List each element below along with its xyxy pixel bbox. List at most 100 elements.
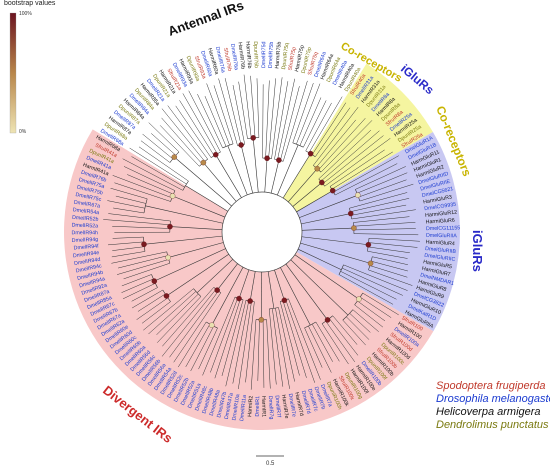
divergent-sector: [64, 129, 434, 430]
tip-label: DmelIR75d: [261, 41, 267, 68]
branch-stem: [300, 242, 371, 264]
tip-branch: [325, 321, 356, 363]
tip-branch: [282, 300, 307, 378]
tip-label: DmelIR7e: [287, 393, 297, 417]
tip-branch: [250, 75, 256, 138]
tip-label: DmelIR7f: [274, 395, 282, 418]
tip-label: HarmIR75p: [294, 45, 306, 73]
tip-branch: [274, 81, 289, 160]
tip-branch: [278, 307, 295, 382]
tip-branch: [321, 323, 349, 365]
iglur-sector: [262, 132, 460, 332]
tip-branch: [313, 106, 359, 166]
tip-branch: [352, 309, 379, 332]
bootstrap-node: [347, 210, 354, 217]
tip-branch: [349, 313, 371, 333]
tip-branch: [107, 241, 144, 246]
branch-stem: [143, 235, 223, 245]
tip-branch: [282, 80, 308, 162]
branch-stem: [172, 195, 226, 218]
tip-branch: [140, 140, 171, 163]
tip-branch: [121, 274, 152, 287]
tip-branch: [148, 291, 197, 335]
tip-branch: [311, 102, 347, 155]
tip-branch: [256, 78, 260, 138]
tip-branch: [238, 81, 248, 139]
bootstrap-node: [365, 242, 372, 248]
branch-stem: [292, 182, 323, 207]
tip-branch: [210, 298, 238, 373]
tip-branch: [340, 271, 397, 300]
branch-stem: [216, 263, 238, 291]
tip-label: HarmiGluR6: [426, 218, 456, 226]
branch-stem: [297, 248, 342, 270]
tip-branch: [225, 300, 247, 387]
tip-branch: [277, 78, 295, 160]
tip-branch: [353, 233, 419, 236]
tip-branch: [342, 267, 403, 296]
tip-branch: [308, 325, 332, 373]
branch-stem: [252, 137, 259, 193]
branch-stem: [277, 144, 299, 196]
tip-branch: [138, 146, 189, 182]
tip-branch: [112, 236, 144, 239]
tip-branch: [280, 86, 300, 161]
tip-branch: [268, 78, 276, 159]
tip-branch: [245, 301, 255, 383]
tip-label: DmelIR7d: [300, 390, 312, 414]
branch-stem: [203, 162, 237, 202]
tip-branch: [218, 78, 238, 146]
branch-stem: [296, 190, 333, 213]
branch-stem: [294, 254, 360, 300]
tip-branch: [311, 323, 333, 362]
tip-branch: [271, 77, 283, 159]
tip-branch: [262, 84, 264, 159]
tip-branch: [268, 308, 277, 385]
tip-branch: [185, 324, 211, 368]
tip-branch: [296, 83, 321, 145]
tip-label: DmelCG9935: [424, 202, 457, 213]
tree-root-ring: [221, 191, 303, 273]
tip-branch: [110, 187, 148, 200]
bootstrap-node: [212, 151, 219, 158]
bootstrap-node: [264, 155, 270, 161]
tip-branch: [338, 274, 394, 305]
tip-branch: [333, 155, 399, 193]
tip-branch: [111, 251, 167, 264]
branch-stem: [145, 205, 224, 224]
tip-label: DpunIR76b: [252, 41, 259, 68]
tip-branch: [331, 151, 393, 190]
tip-branch: [198, 327, 218, 370]
tip-label: DmelIR76a: [229, 43, 239, 70]
bootstrap-node: [165, 254, 171, 261]
bootstrap-node: [167, 223, 173, 230]
tip-label: DmelIR47b: [216, 391, 228, 418]
tip-branch: [197, 94, 223, 149]
branch-stem: [282, 153, 311, 199]
bootstrap-node: [209, 322, 215, 328]
bootstrap-node: [319, 179, 325, 186]
clade-sectors: [64, 63, 460, 430]
bootstrap-node: [171, 154, 178, 160]
tip-branch: [355, 166, 406, 190]
tip-branch: [143, 288, 194, 331]
tip-branch: [232, 300, 249, 384]
tip-branch: [292, 82, 314, 143]
tip-branch: [353, 216, 410, 223]
bootstrap-node: [169, 193, 176, 199]
bootstrap-node: [314, 165, 320, 172]
branch-stem: [166, 254, 229, 297]
tip-branch: [279, 301, 300, 376]
antennal-irs-label: Antennal IRs: [166, 0, 246, 39]
tip-branch: [169, 290, 219, 358]
tip-label: DmelIR94h: [71, 230, 98, 236]
tip-label: HarmiGluR3: [423, 194, 453, 205]
tip-branch: [151, 133, 176, 156]
tip-branch: [112, 175, 172, 199]
bootstrap-colorbar: [9, 12, 17, 134]
tip-branch: [356, 172, 408, 194]
branch-stem: [274, 269, 285, 301]
tip-branch: [129, 147, 187, 185]
tip-branch: [131, 287, 158, 302]
